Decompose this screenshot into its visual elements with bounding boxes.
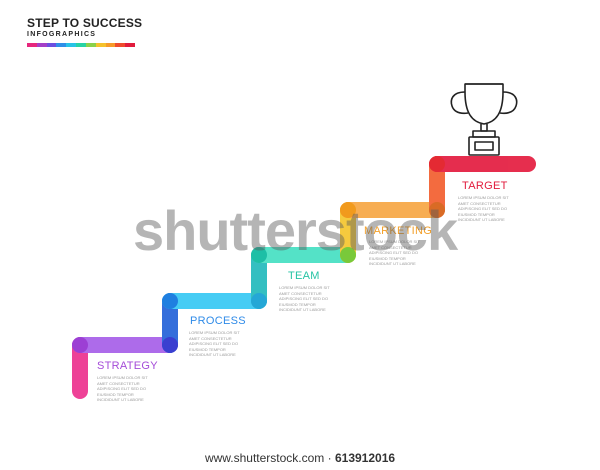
step-label-target: TARGET <box>462 180 508 192</box>
step-description-team: LOREM IPSUM DOLOR SIT AMET CONSECTETUR A… <box>279 285 330 312</box>
corner-dot-8 <box>429 202 445 218</box>
footer-image-id: 613912016 <box>334 451 396 465</box>
palette-swatch <box>76 43 86 47</box>
palette-swatch <box>27 43 37 47</box>
trophy-icon <box>450 83 518 156</box>
step-description-marketing: LOREM IPSUM DOLOR SIT AMET CONSECTETUR A… <box>369 239 420 266</box>
palette-swatch <box>125 43 135 47</box>
corner-dot-5 <box>251 247 267 263</box>
palette-swatch <box>36 43 47 47</box>
palette-swatch <box>66 43 77 47</box>
step-label-team: TEAM <box>288 270 320 282</box>
palette-swatch <box>115 43 126 47</box>
corner-dot-1 <box>72 337 88 353</box>
footer-separator: · <box>324 451 335 465</box>
palette-swatch <box>105 43 116 47</box>
corner-dot-6 <box>340 247 356 263</box>
step-description-target: LOREM IPSUM DOLOR SIT AMET CONSECTETUR A… <box>458 195 509 222</box>
step-label-marketing: MARKETING <box>364 225 433 237</box>
corner-dot-7 <box>340 202 356 218</box>
infographic-subtitle: INFOGRAPHICS <box>27 31 97 38</box>
corner-dot-3 <box>162 293 178 309</box>
palette-swatch <box>95 43 106 47</box>
step-description-process: LOREM IPSUM DOLOR SIT AMET CONSECTETUR A… <box>189 330 240 357</box>
step-label-strategy: STRATEGY <box>97 360 158 372</box>
footer-site[interactable]: www.shutterstock.com <box>204 451 325 465</box>
infographic-title: STEP TO SUCCESS <box>27 16 143 30</box>
footer-strip <box>0 440 600 470</box>
stock-footer: www.shutterstock.com · 613912016 <box>0 451 600 465</box>
corner-dot-2 <box>162 337 178 353</box>
color-palette-bar <box>27 43 135 47</box>
step-label-process: PROCESS <box>190 315 246 327</box>
palette-swatch <box>46 43 57 47</box>
palette-swatch <box>56 43 67 47</box>
watermark: shutterstock <box>133 199 458 262</box>
corner-dot-9 <box>429 156 445 172</box>
palette-swatch <box>85 43 96 47</box>
step-description-strategy: LOREM IPSUM DOLOR SIT AMET CONSECTETUR A… <box>97 375 148 402</box>
corner-dot-4 <box>251 293 267 309</box>
